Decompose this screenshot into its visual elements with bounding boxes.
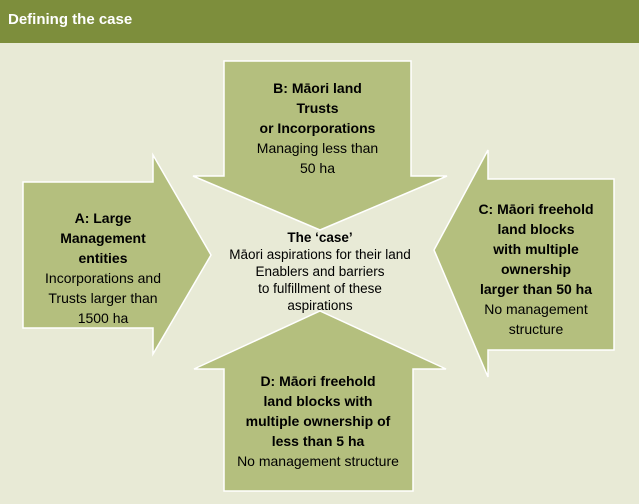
arrow-c-bold-3: with multiple (493, 241, 579, 257)
arrow-c-bold-4: ownership (500, 261, 571, 277)
arrow-a-text-2: Trusts larger than (48, 290, 158, 306)
header-bar: Defining the case (0, 0, 639, 43)
arrow-d-bold-3: multiple ownership of (245, 413, 391, 429)
arrow-a-bold-1: A: Large (74, 210, 132, 226)
arrow-b-bold-3: or Incorporations (259, 120, 376, 136)
center-line-2: Enablers and barriers (255, 264, 385, 279)
center-line-4: aspirations (287, 298, 353, 313)
arrow-c-label: C: Māori freehold land blocks with multi… (457, 199, 615, 339)
arrow-c-text-2: structure (508, 321, 564, 337)
arrow-c-text-1: No management (484, 301, 588, 317)
center-line-3: to fulfillment of these (258, 281, 382, 296)
arrow-d-shape (193, 310, 447, 492)
page-title: Defining the case (8, 11, 133, 28)
arrow-b-shape (192, 60, 448, 231)
arrow-d-bold-1: D: Māori freehold (260, 373, 376, 389)
center-line-1: Māori aspirations for their land (229, 247, 411, 262)
center-case-label: The ‘case’ Māori aspirations for their l… (207, 229, 433, 314)
arrow-d-bold-2: land blocks with (263, 393, 373, 409)
arrow-c-shape (433, 149, 615, 378)
arrow-c-bold-1: C: Māori freehold (478, 201, 594, 217)
arrow-a-text-1: Incorporations and (45, 270, 161, 286)
center-title: The ‘case’ (287, 230, 353, 245)
arrow-c-bold-2: land blocks (497, 221, 575, 237)
arrow-d-label: D: Māori freehold land blocks with multi… (214, 371, 422, 471)
arrow-b-bold-1: B: Māori land (273, 80, 362, 96)
arrow-a-shape (22, 152, 212, 357)
arrow-b-text-2: 50 ha (299, 160, 336, 176)
arrow-d-bold-4: less than 5 ha (271, 433, 365, 449)
arrow-b-label: B: Māori land Trusts or Incorporations M… (224, 78, 411, 178)
arrow-a-label: A: Large Management entities Incorporati… (23, 208, 183, 328)
arrow-b-bold-2: Trusts (296, 100, 339, 116)
arrow-b-text-1: Managing less than (256, 140, 379, 156)
arrow-d-text-1: No management structure (237, 453, 399, 469)
arrow-a-bold-2: Management (60, 230, 146, 246)
arrow-c-bold-5: larger than 50 ha (479, 281, 593, 297)
arrow-a-text-3: 1500 ha (77, 310, 129, 326)
arrow-a-bold-3: entities (78, 250, 128, 266)
